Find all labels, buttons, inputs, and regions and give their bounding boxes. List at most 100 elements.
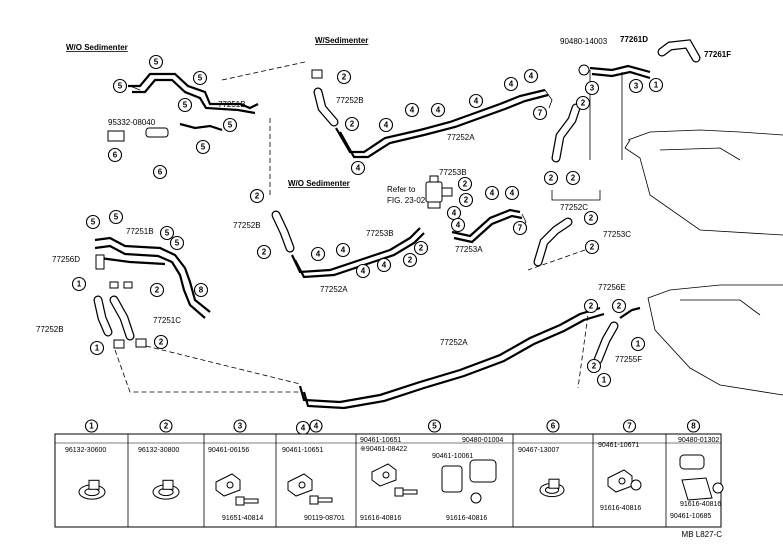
legend-cell-6: 6 90467-13007 — [518, 419, 560, 454]
callout-number: 4 — [529, 72, 534, 81]
callout-circle: 5 — [177, 97, 193, 113]
pipe-clamp-icon — [371, 463, 397, 487]
legend-number: 8 — [691, 422, 696, 431]
callout-circle: 4 — [310, 246, 326, 262]
header-wo-sedimenter-top: W/O Sedimenter — [66, 43, 128, 52]
hose-clip-icon — [441, 187, 453, 197]
callout-number: 5 — [201, 143, 206, 152]
callout-circle: 5 — [195, 139, 211, 155]
label-77251b-left: 77251B — [126, 227, 154, 236]
callout-circle: 5 — [192, 70, 208, 86]
callout-circle: 1 — [630, 336, 646, 352]
label-77252b-top: 77252B — [336, 96, 364, 105]
bolt-icon — [394, 487, 418, 497]
callout-circle: 2 — [256, 244, 272, 260]
callout-number: 4 — [341, 246, 346, 255]
callout-number: 4 — [301, 424, 306, 433]
legend-number: 4 — [314, 422, 319, 431]
callout-number: 5 — [118, 82, 123, 91]
legend-number: 6 — [551, 422, 556, 431]
legend-part-number: 91616-40816 — [600, 505, 641, 512]
callout-number: 4 — [316, 250, 321, 259]
callout-number: 4 — [382, 261, 387, 270]
callout-number: 2 — [464, 196, 469, 205]
callout-circle: 5 — [112, 78, 128, 94]
callout-number: 2 — [342, 73, 347, 82]
callout-circle: 1 — [71, 276, 87, 292]
sedimenter-icon — [425, 175, 443, 209]
callout-circle: 4 — [503, 76, 519, 92]
callout-circle: 2 — [249, 188, 265, 204]
legend-part-number: 96132-30800 — [138, 447, 179, 454]
label-95332-08040: 95332-08040 — [108, 118, 156, 127]
legend-number: 7 — [627, 422, 632, 431]
callout-circle: 2 — [413, 240, 429, 256]
legend-icons — [78, 454, 724, 506]
callout-circle: 2 — [543, 170, 559, 186]
callout-number: 5 — [154, 58, 159, 67]
callout-circle: 2 — [583, 298, 599, 314]
hose-clip-icon — [311, 69, 323, 79]
callout-circle: 2 — [402, 252, 418, 268]
callout-number: 2 — [581, 99, 586, 108]
callout-number: 1 — [77, 280, 82, 289]
callout-circle: 4 — [378, 117, 394, 133]
callout-circle: 4 — [430, 102, 446, 118]
callout-circle: 2 — [586, 358, 602, 374]
callout-number: 2 — [549, 174, 554, 183]
callout-circle: 4 — [404, 102, 420, 118]
legend-part-number: 90480-01004 — [462, 437, 503, 444]
callout-circle: 2 — [153, 334, 169, 350]
label-77256d: 77256D — [52, 255, 80, 264]
callout-circle: 2 — [575, 95, 591, 111]
callout-number: 8 — [199, 286, 204, 295]
label-77261f: 77261F — [704, 50, 731, 59]
legend-part-number: 91616-40816 — [680, 501, 721, 508]
hose-clip-icon — [113, 339, 125, 349]
legend-part-number: 90467-13007 — [518, 447, 559, 454]
grommet-icon — [107, 130, 125, 142]
callout-number: 4 — [509, 80, 514, 89]
callout-number: 2 — [463, 180, 468, 189]
label-refer-fig: FIG. 23-02 — [387, 196, 426, 205]
callout-circle: 4 — [484, 185, 500, 201]
callout-number: 1 — [636, 340, 641, 349]
callout-number: 1 — [95, 344, 100, 353]
top-left-pipe-group — [128, 72, 259, 132]
callout-circle: 3 — [584, 80, 600, 96]
legend-part-number: 91651-40814 — [222, 515, 263, 522]
callout-circle: 3 — [628, 78, 644, 94]
clamp-icon — [578, 64, 590, 76]
callout-number: 2 — [159, 338, 164, 347]
clamp-icon — [78, 479, 106, 500]
callout-circle: 4 — [350, 160, 366, 176]
callout-circle: 4 — [468, 93, 484, 109]
callout-number: 4 — [361, 267, 366, 276]
callout-number: 5 — [198, 74, 203, 83]
callout-circle: 4 — [450, 217, 466, 233]
legend-part-number: 90461-10685 — [670, 513, 711, 520]
callout-number: 4 — [452, 209, 457, 218]
callout-number: 7 — [538, 109, 543, 118]
callout-circle: 2 — [344, 116, 360, 132]
bolt-icon — [630, 479, 642, 491]
legend-part-number: 90119-08701 — [304, 515, 345, 522]
label-refer-to: Refer to — [387, 185, 416, 194]
clamp-icon — [152, 479, 180, 500]
callout-number: 2 — [590, 243, 595, 252]
callout-number: 5 — [91, 218, 96, 227]
callout-circle: 4 — [355, 263, 371, 279]
callout-number: 5 — [228, 121, 233, 130]
hose-clip-icon — [123, 281, 133, 289]
label-90480-14003: 90480-14003 — [560, 37, 608, 46]
callout-circle: 1 — [89, 340, 105, 356]
callout-number: 1 — [602, 376, 607, 385]
legend-part-number: 90461-10061 — [432, 453, 473, 460]
label-77252a-top: 77252A — [447, 133, 475, 142]
